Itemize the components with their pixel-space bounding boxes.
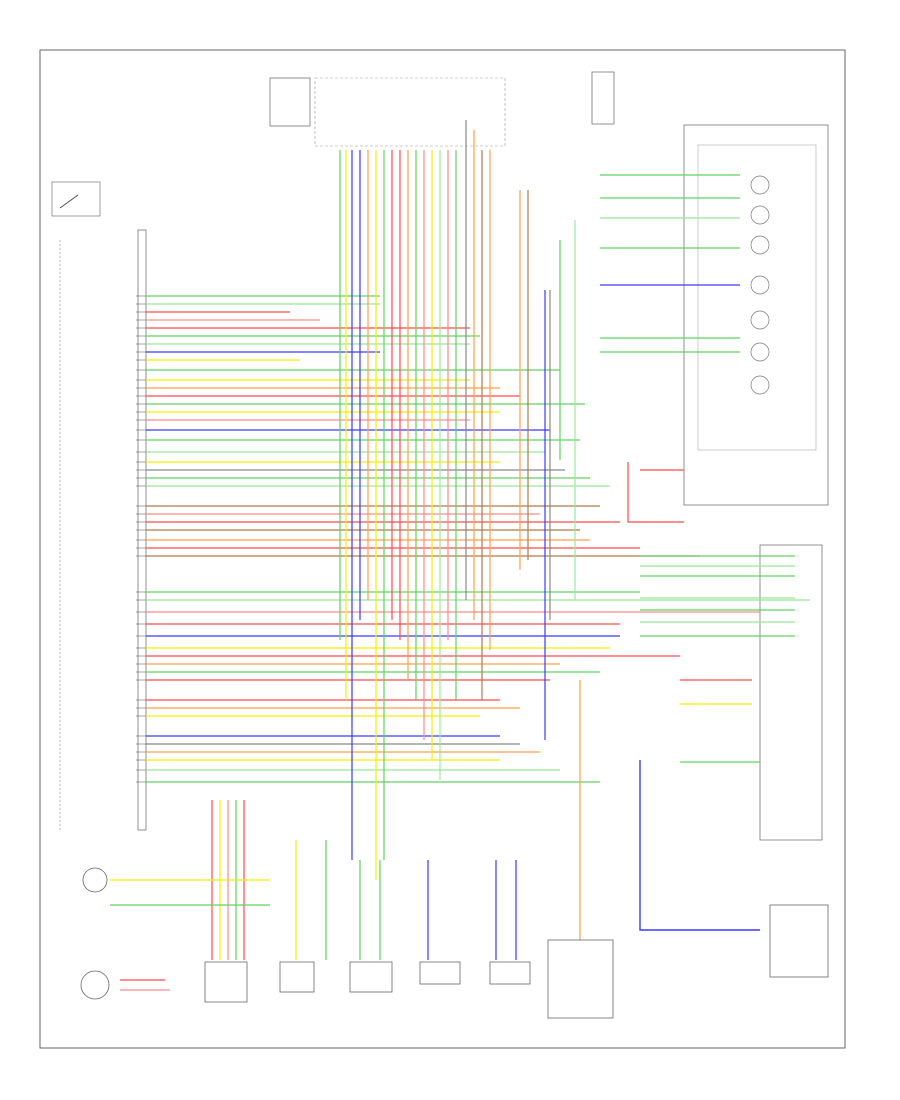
sensor-icon: [80, 970, 110, 1000]
component-box-4: [419, 961, 461, 985]
bottom-components: [80, 867, 829, 1019]
component-box-6: [547, 939, 614, 1019]
component-box-7: [769, 904, 829, 978]
loop-wire: [627, 462, 684, 523]
control-module-block: [59, 229, 147, 831]
component-box-2: [279, 961, 315, 993]
gauge-icon: [750, 375, 770, 395]
component-box-1: [204, 961, 248, 1003]
switch-icon: [51, 181, 101, 217]
component-drop: [639, 760, 760, 931]
range-switch-block: [759, 544, 823, 841]
gauge-icons: [750, 175, 770, 395]
instrument-cluster-block: [683, 124, 829, 506]
component-box-5: [489, 961, 531, 985]
fuse-box-top-left: [269, 77, 506, 147]
gauge-icon: [750, 275, 770, 295]
gauge-icon: [750, 310, 770, 330]
gauge-icon: [750, 175, 770, 195]
wire-harness: [110, 120, 810, 991]
diagram-border: [39, 49, 846, 1049]
sensor-icon: [82, 867, 108, 893]
gauge-icon: [750, 235, 770, 255]
gauge-icon: [750, 205, 770, 225]
component-box-3: [349, 961, 393, 993]
fuse-box-top-right: [591, 71, 615, 125]
gauge-icon: [750, 342, 770, 362]
ecu-pin-labels: [136, 295, 146, 783]
